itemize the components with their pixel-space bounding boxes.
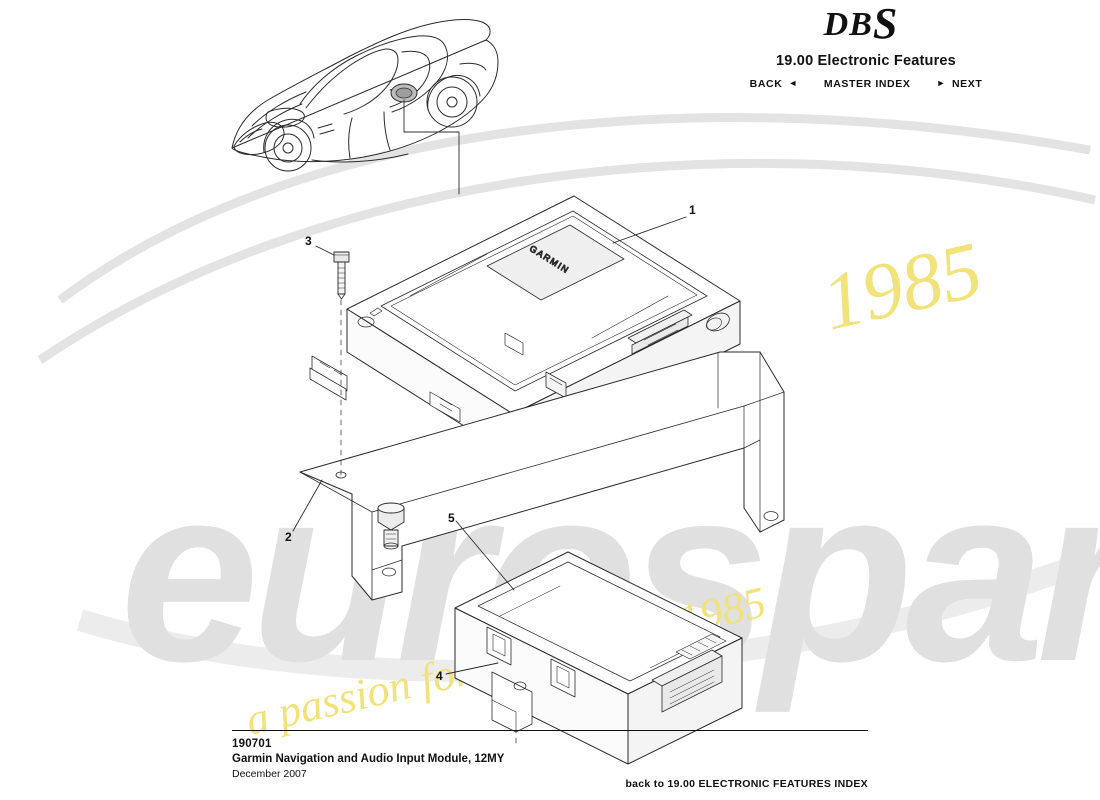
part-5-grommet-upper (377, 502, 405, 550)
diagram-caption: Garmin Navigation and Audio Input Module… (232, 753, 505, 765)
callout-3: 3 (305, 234, 312, 248)
nav-master-index-link[interactable]: MASTER INDEX (823, 78, 911, 90)
part-3-bolt (333, 251, 350, 479)
vehicle-leader-line (403, 99, 460, 195)
page-footer: 190701 Garmin Navigation and Audio Input… (0, 730, 1100, 800)
callout-5: 5 (448, 511, 455, 525)
footer-left-block: 190701 Garmin Navigation and Audio Input… (232, 738, 504, 780)
brand-logo-db: DB (823, 6, 873, 43)
callout-1: 1 (689, 203, 696, 217)
brand-logo-s: S (872, 0, 899, 48)
part-number: 190701 (232, 738, 272, 750)
footer-divider (232, 730, 868, 731)
vehicle-outline-icon (231, 19, 499, 172)
section-title: 19.00 Electronic Features (776, 53, 956, 69)
nav-next-link[interactable]: NEXT (951, 78, 983, 90)
back-arrow-icon[interactable]: ◄ (788, 77, 798, 88)
nav-back-link[interactable]: BACK (749, 78, 783, 90)
document-date: December 2007 (232, 768, 307, 780)
next-arrow-icon[interactable]: ► (936, 77, 946, 88)
back-to-index-link[interactable]: back to 19.00 ELECTRONIC FEATURES INDEX (625, 778, 868, 790)
page-header: DBS 19.00 Electronic Features BACK ◄ MAS… (656, 0, 1076, 91)
navigation-bar: BACK ◄ MASTER INDEX ► NEXT (656, 78, 1076, 90)
callout-2: 2 (285, 530, 292, 544)
brand-logo: DBS (656, 2, 1066, 46)
callout-4: 4 (436, 669, 443, 683)
